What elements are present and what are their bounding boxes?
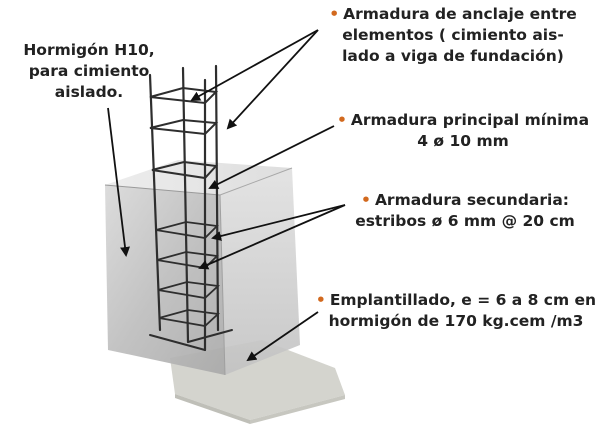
lean-label-line-1: Emplantillado, e = 6 a 8 cm en bbox=[329, 291, 597, 309]
rebar-cage bbox=[148, 64, 233, 352]
bullet-icon: • bbox=[315, 291, 326, 309]
stirrup bbox=[157, 281, 221, 299]
footing-side-face bbox=[220, 168, 300, 375]
anchor-stirrup bbox=[149, 86, 219, 105]
arrow-anchor-2 bbox=[226, 29, 319, 130]
stirrup-label: •Armadura secundaria: estribos ø 6 mm @ … bbox=[328, 190, 602, 232]
anchor-stirrup bbox=[149, 118, 219, 136]
footing-front-face bbox=[105, 185, 225, 375]
main-rebar-label: •Armadura principal mínima 4 ø 10 mm bbox=[322, 110, 604, 152]
base-bar bbox=[187, 329, 233, 343]
arrow-lean bbox=[246, 311, 319, 362]
arrow-stirrup-2 bbox=[198, 204, 346, 270]
concrete-label-line-1: Hormigón H10, bbox=[23, 41, 155, 59]
stirrup bbox=[158, 309, 221, 327]
stirrup bbox=[156, 251, 219, 269]
concrete-label-line-3: aislado. bbox=[54, 83, 124, 101]
arrow-anchor-1 bbox=[190, 29, 319, 101]
stirrup bbox=[155, 221, 219, 239]
main-rebar-label-line-2: 4 ø 10 mm bbox=[417, 132, 509, 150]
stirrup-label-line-1: Armadura secundaria: bbox=[374, 191, 569, 209]
anchor-label-line-2: elementos ( cimiento ais- bbox=[342, 26, 564, 44]
bullet-icon: • bbox=[329, 5, 340, 23]
anchor-label-line-1: Armadura de anclaje entre bbox=[343, 5, 577, 23]
pointer-arrows bbox=[107, 29, 346, 362]
arrow-main bbox=[208, 125, 335, 189]
lean-label-line-2: hormigón de 170 kg.cem /m3 bbox=[328, 312, 584, 330]
main-rebar-label-line-1: Armadura principal mínima bbox=[350, 111, 590, 129]
stirrup-label-line-2: estribos ø 6 mm @ 20 cm bbox=[355, 212, 575, 230]
anchor-label-line-3: lado a viga de fundación) bbox=[342, 47, 564, 65]
lean-concrete-label: •Emplantillado, e = 6 a 8 cm en hormigón… bbox=[306, 290, 606, 332]
base-bar bbox=[149, 334, 206, 351]
anchor-rebar-label: •Armadura de anclaje entre elementos ( c… bbox=[300, 4, 606, 67]
arrow-concrete bbox=[107, 107, 130, 257]
bullet-icon: • bbox=[361, 191, 371, 209]
anchor-stirrup bbox=[151, 160, 219, 180]
main-bar bbox=[148, 73, 162, 332]
arrow-stirrup-1 bbox=[211, 204, 346, 241]
concrete-label-line-2: para cimiento bbox=[28, 62, 150, 80]
bullet-icon: • bbox=[336, 111, 347, 129]
concrete-footing bbox=[104, 160, 300, 376]
main-bar bbox=[181, 66, 190, 344]
concrete-label: Hormigón H10, para cimiento aislado. bbox=[10, 40, 168, 103]
